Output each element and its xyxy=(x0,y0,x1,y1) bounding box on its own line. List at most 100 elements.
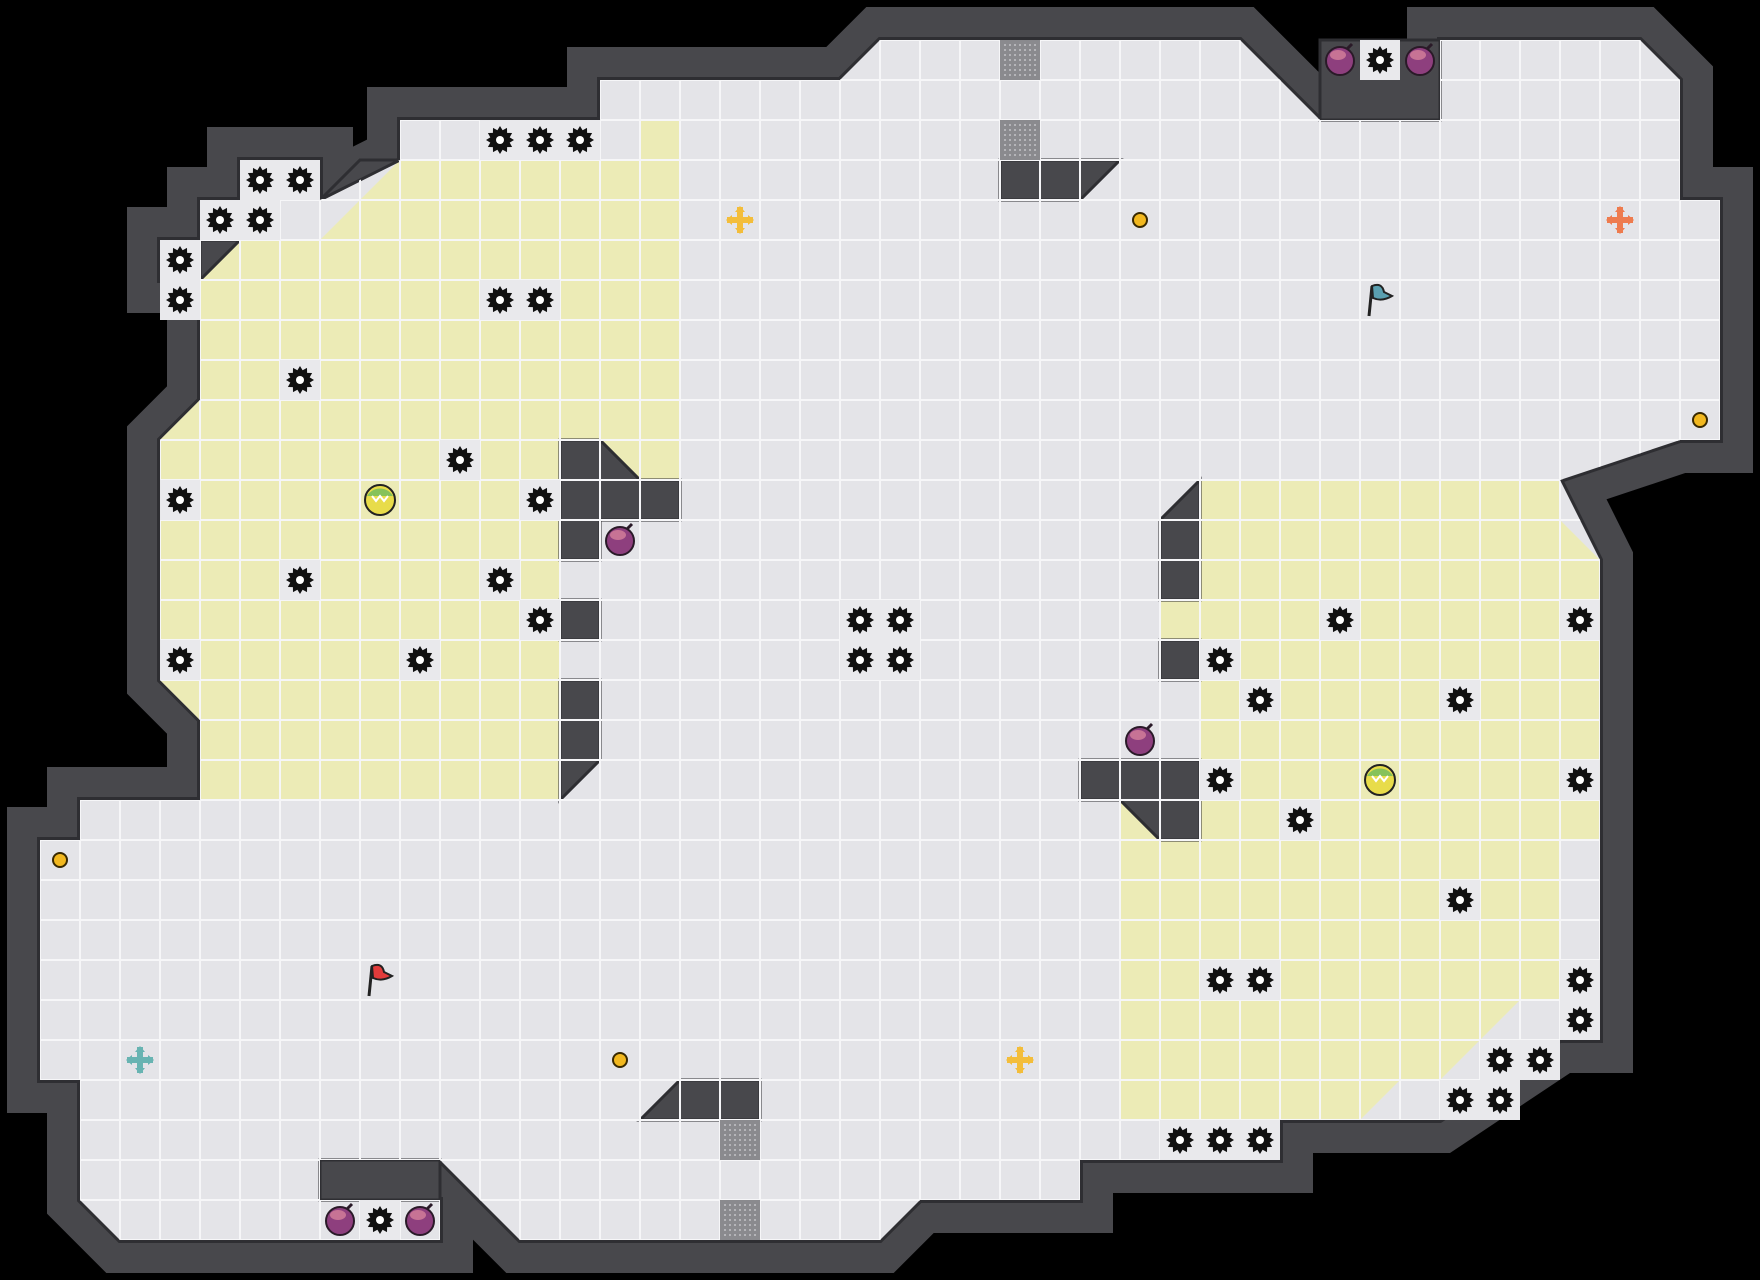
spike-trap[interactable] xyxy=(1200,760,1240,800)
bomb-fuse xyxy=(1425,42,1434,51)
bomb[interactable] xyxy=(1125,722,1155,756)
spike-trap[interactable] xyxy=(880,600,920,640)
spike-trap[interactable] xyxy=(520,120,560,160)
grate-dot xyxy=(1019,154,1021,156)
spike-trap[interactable] xyxy=(240,160,280,200)
blue-flag[interactable] xyxy=(1367,283,1395,317)
grate-dot xyxy=(1014,149,1016,151)
spawn-arrow-icon xyxy=(1006,1055,1012,1065)
yellow-spawn-point[interactable] xyxy=(726,206,754,234)
teal-spawn-point[interactable] xyxy=(126,1046,154,1074)
spawn-arrow-icon xyxy=(148,1055,154,1065)
spawn-arrow-icon xyxy=(1615,228,1625,234)
grate-dot xyxy=(729,1149,731,1151)
coin-icon[interactable] xyxy=(1132,212,1148,228)
coin-icon[interactable] xyxy=(612,1052,628,1068)
spike-trap[interactable] xyxy=(1320,600,1360,640)
shield-powerup[interactable] xyxy=(364,484,396,516)
spike-trap[interactable] xyxy=(1560,600,1600,640)
grate-dot xyxy=(1034,129,1036,131)
spike-hub xyxy=(1216,656,1224,664)
spawn-arrow-icon xyxy=(135,1046,145,1052)
bomb[interactable] xyxy=(1325,42,1355,76)
bomb-fuse xyxy=(345,1202,354,1211)
spike-trap[interactable] xyxy=(1160,1120,1200,1160)
grate-dot xyxy=(1014,134,1016,136)
bomb[interactable] xyxy=(605,522,635,556)
spike-trap[interactable] xyxy=(560,120,600,160)
bomb[interactable] xyxy=(1405,42,1435,76)
spike-hub xyxy=(856,616,864,624)
spike-trap[interactable] xyxy=(1480,1080,1520,1120)
grate-dot xyxy=(744,1154,746,1156)
spike-trap[interactable] xyxy=(200,200,240,240)
spike-trap[interactable] xyxy=(240,200,280,240)
spike-trap[interactable] xyxy=(1560,1000,1600,1040)
spike-trap[interactable] xyxy=(1520,1040,1560,1080)
grate-dot xyxy=(1009,134,1011,136)
spike-trap[interactable] xyxy=(280,360,320,400)
spike-trap[interactable] xyxy=(1200,1120,1240,1160)
grate-dot xyxy=(754,1144,756,1146)
spike-trap[interactable] xyxy=(360,1200,400,1240)
spike-trap[interactable] xyxy=(1560,760,1600,800)
spike-trap[interactable] xyxy=(480,560,520,600)
spike-trap[interactable] xyxy=(1280,800,1320,840)
spawn-arrow-icon xyxy=(1606,215,1612,225)
grate-dot xyxy=(1029,129,1031,131)
spike-trap[interactable] xyxy=(880,640,920,680)
spike-trap[interactable] xyxy=(1440,680,1480,720)
spike-trap[interactable] xyxy=(520,600,560,640)
grate-dot xyxy=(1019,134,1021,136)
spike-trap[interactable] xyxy=(400,640,440,680)
bomb[interactable] xyxy=(405,1202,435,1236)
grate-dot xyxy=(1019,149,1021,151)
spike-trap[interactable] xyxy=(480,120,520,160)
grate-dot xyxy=(724,1149,726,1151)
spike-trap[interactable] xyxy=(280,560,320,600)
spike-trap[interactable] xyxy=(1440,1080,1480,1120)
spike-trap[interactable] xyxy=(1200,960,1240,1000)
coin-icon[interactable] xyxy=(1692,412,1708,428)
spike-trap[interactable] xyxy=(1200,640,1240,680)
spike-trap[interactable] xyxy=(1360,40,1400,80)
spike-trap[interactable] xyxy=(1560,960,1600,1000)
spike-trap[interactable] xyxy=(1240,1120,1280,1160)
grate-dot xyxy=(749,1149,751,1151)
grate-dot xyxy=(724,1204,726,1206)
spike-trap[interactable] xyxy=(1440,880,1480,920)
orange-spawn-point[interactable] xyxy=(1606,206,1634,234)
grate-dot xyxy=(744,1224,746,1226)
spike-trap[interactable] xyxy=(160,480,200,520)
grate-dot xyxy=(749,1134,751,1136)
spike-trap[interactable] xyxy=(480,280,520,320)
grate-dot xyxy=(1019,49,1021,51)
spike-trap[interactable] xyxy=(1480,1040,1520,1080)
yellow-spawn-point[interactable] xyxy=(1006,1046,1034,1074)
grate-dot xyxy=(1034,74,1036,76)
grate-dot xyxy=(1014,59,1016,61)
spike-trap[interactable] xyxy=(280,160,320,200)
grate-dot xyxy=(1014,49,1016,51)
spawn-arrow-icon xyxy=(748,215,754,225)
spike-trap[interactable] xyxy=(160,280,200,320)
spike-trap[interactable] xyxy=(1240,680,1280,720)
red-flag[interactable] xyxy=(367,963,395,997)
spike-trap[interactable] xyxy=(160,240,200,280)
spike-trap[interactable] xyxy=(1240,960,1280,1000)
spike-trap[interactable] xyxy=(520,480,560,520)
spike-trap[interactable] xyxy=(440,440,480,480)
grate-dot xyxy=(744,1234,746,1236)
grate-dot xyxy=(739,1149,741,1151)
coin-icon[interactable] xyxy=(52,852,68,868)
spike-trap[interactable] xyxy=(840,640,880,680)
spike-trap[interactable] xyxy=(160,640,200,680)
bomb[interactable] xyxy=(325,1202,355,1236)
shield-powerup[interactable] xyxy=(1364,764,1396,796)
spike-trap[interactable] xyxy=(840,600,880,640)
spike-hub xyxy=(256,216,264,224)
grate-dot xyxy=(1029,54,1031,56)
spike-trap[interactable] xyxy=(520,280,560,320)
